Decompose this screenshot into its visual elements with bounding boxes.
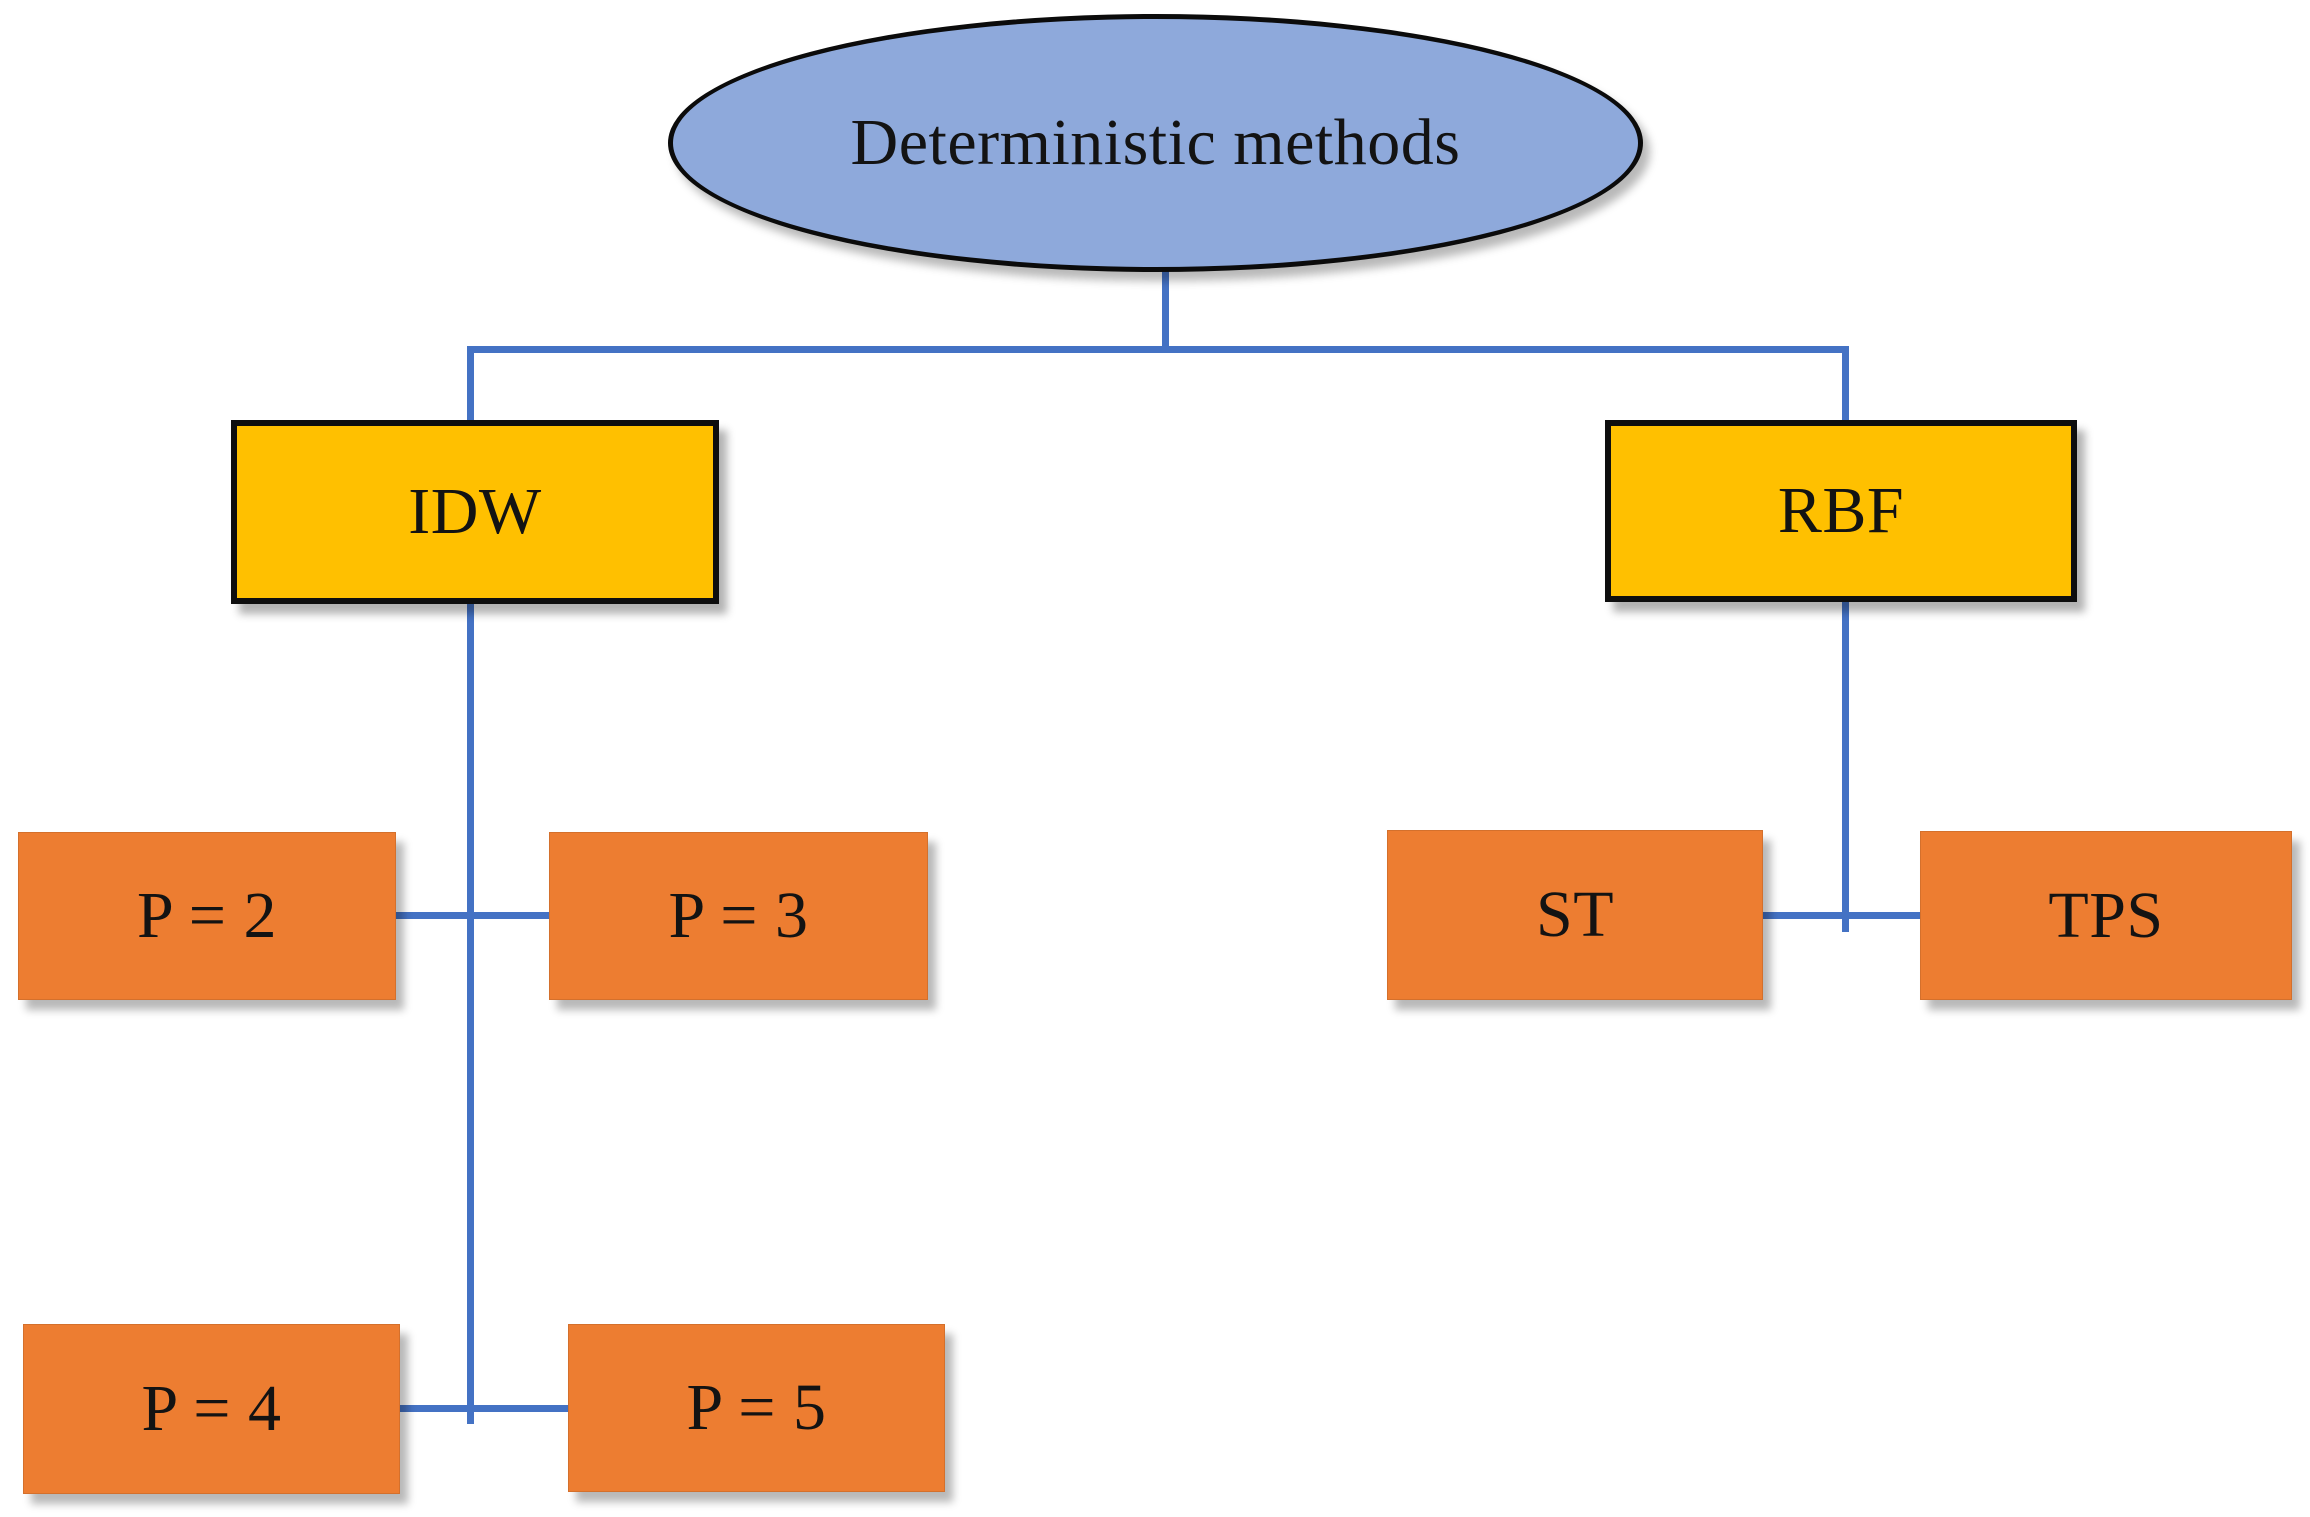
node-leaf-p3: P = 3 bbox=[549, 832, 928, 1000]
node-p3-label: P = 3 bbox=[668, 879, 809, 952]
node-root-label: Deterministic methods bbox=[850, 106, 1461, 179]
node-idw-label: IDW bbox=[408, 475, 542, 548]
connector-rbf-drop bbox=[1842, 346, 1849, 424]
connector-p2-p3 bbox=[390, 912, 556, 919]
node-leaf-p4: P = 4 bbox=[23, 1324, 400, 1494]
node-p4-label: P = 4 bbox=[141, 1372, 282, 1445]
node-branch-idw: IDW bbox=[231, 420, 719, 604]
node-tps-label: TPS bbox=[2048, 878, 2164, 952]
node-leaf-p2: P = 2 bbox=[18, 832, 396, 1000]
connector-root-stem bbox=[1162, 260, 1169, 350]
connector-idw-stem bbox=[467, 600, 474, 1424]
node-branch-rbf: RBF bbox=[1605, 420, 2077, 602]
node-p2-label: P = 2 bbox=[137, 879, 277, 952]
node-leaf-p5: P = 5 bbox=[568, 1324, 945, 1492]
connector-p4-p5 bbox=[395, 1405, 573, 1412]
connector-rbf-stem bbox=[1842, 598, 1849, 932]
node-leaf-st: ST bbox=[1387, 830, 1763, 1000]
connector-st-tps bbox=[1760, 912, 1926, 919]
connector-idw-drop bbox=[467, 346, 474, 424]
node-leaf-tps: TPS bbox=[1920, 831, 2292, 1000]
node-root-deterministic-methods: Deterministic methods bbox=[668, 14, 1643, 272]
node-rbf-label: RBF bbox=[1777, 474, 1905, 547]
node-p5-label: P = 5 bbox=[686, 1371, 827, 1444]
connector-top-horizontal bbox=[467, 346, 1849, 353]
node-st-label: ST bbox=[1535, 878, 1615, 951]
